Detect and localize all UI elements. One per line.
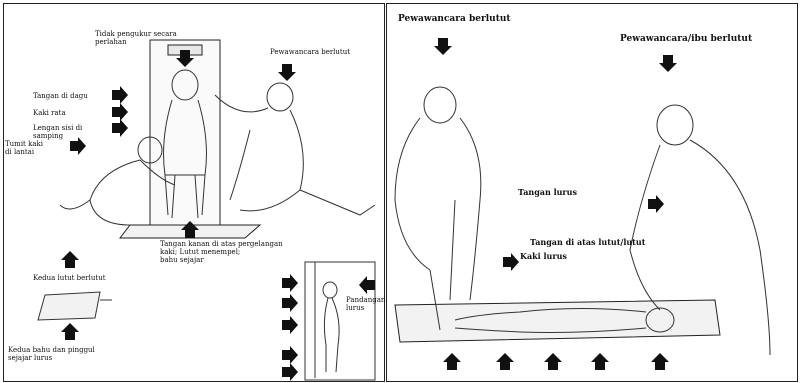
label-hand-on-chin: Tangan di dagu xyxy=(33,92,88,100)
kneeling-measurer-right xyxy=(215,83,375,215)
label-kneeling-top-left: Pewawancara berlutut xyxy=(398,14,511,24)
label-shoulders-hips: Kedua bahu dan pinggul sejajar lurus xyxy=(8,346,95,362)
label-flat-feet: Kaki rata xyxy=(33,109,66,117)
kneeling-measurer-feet xyxy=(395,87,481,330)
label-straight-hands: Tangan lurus xyxy=(518,188,577,196)
label-kneeling-top-right: Pewawancara/ibu berlutut xyxy=(620,34,752,44)
length-board xyxy=(395,300,720,342)
standing-board xyxy=(120,40,260,238)
label-hand-on-ankle: Tangan kanan di atas pergelangan kaki; L… xyxy=(160,240,283,264)
label-kneeling-right: Pewawancara berlutut xyxy=(270,48,350,56)
label-hands-on-knees: Tangan di atas lutut/lutut xyxy=(530,238,645,246)
label-heels-floor: Tumit kaki di lantai xyxy=(5,140,43,156)
label-both-knees: Kedua lutut berlutut xyxy=(33,274,106,282)
label-top-instruction: Tidak pengukur secara perlahan xyxy=(95,30,177,46)
small-board-sketch xyxy=(38,292,112,320)
label-straight-legs: Kaki lurus xyxy=(520,252,567,260)
label-gaze-straight: Pandangan lurus xyxy=(346,296,385,312)
label-arms-sides: Lengan sisi di samping xyxy=(33,124,82,140)
